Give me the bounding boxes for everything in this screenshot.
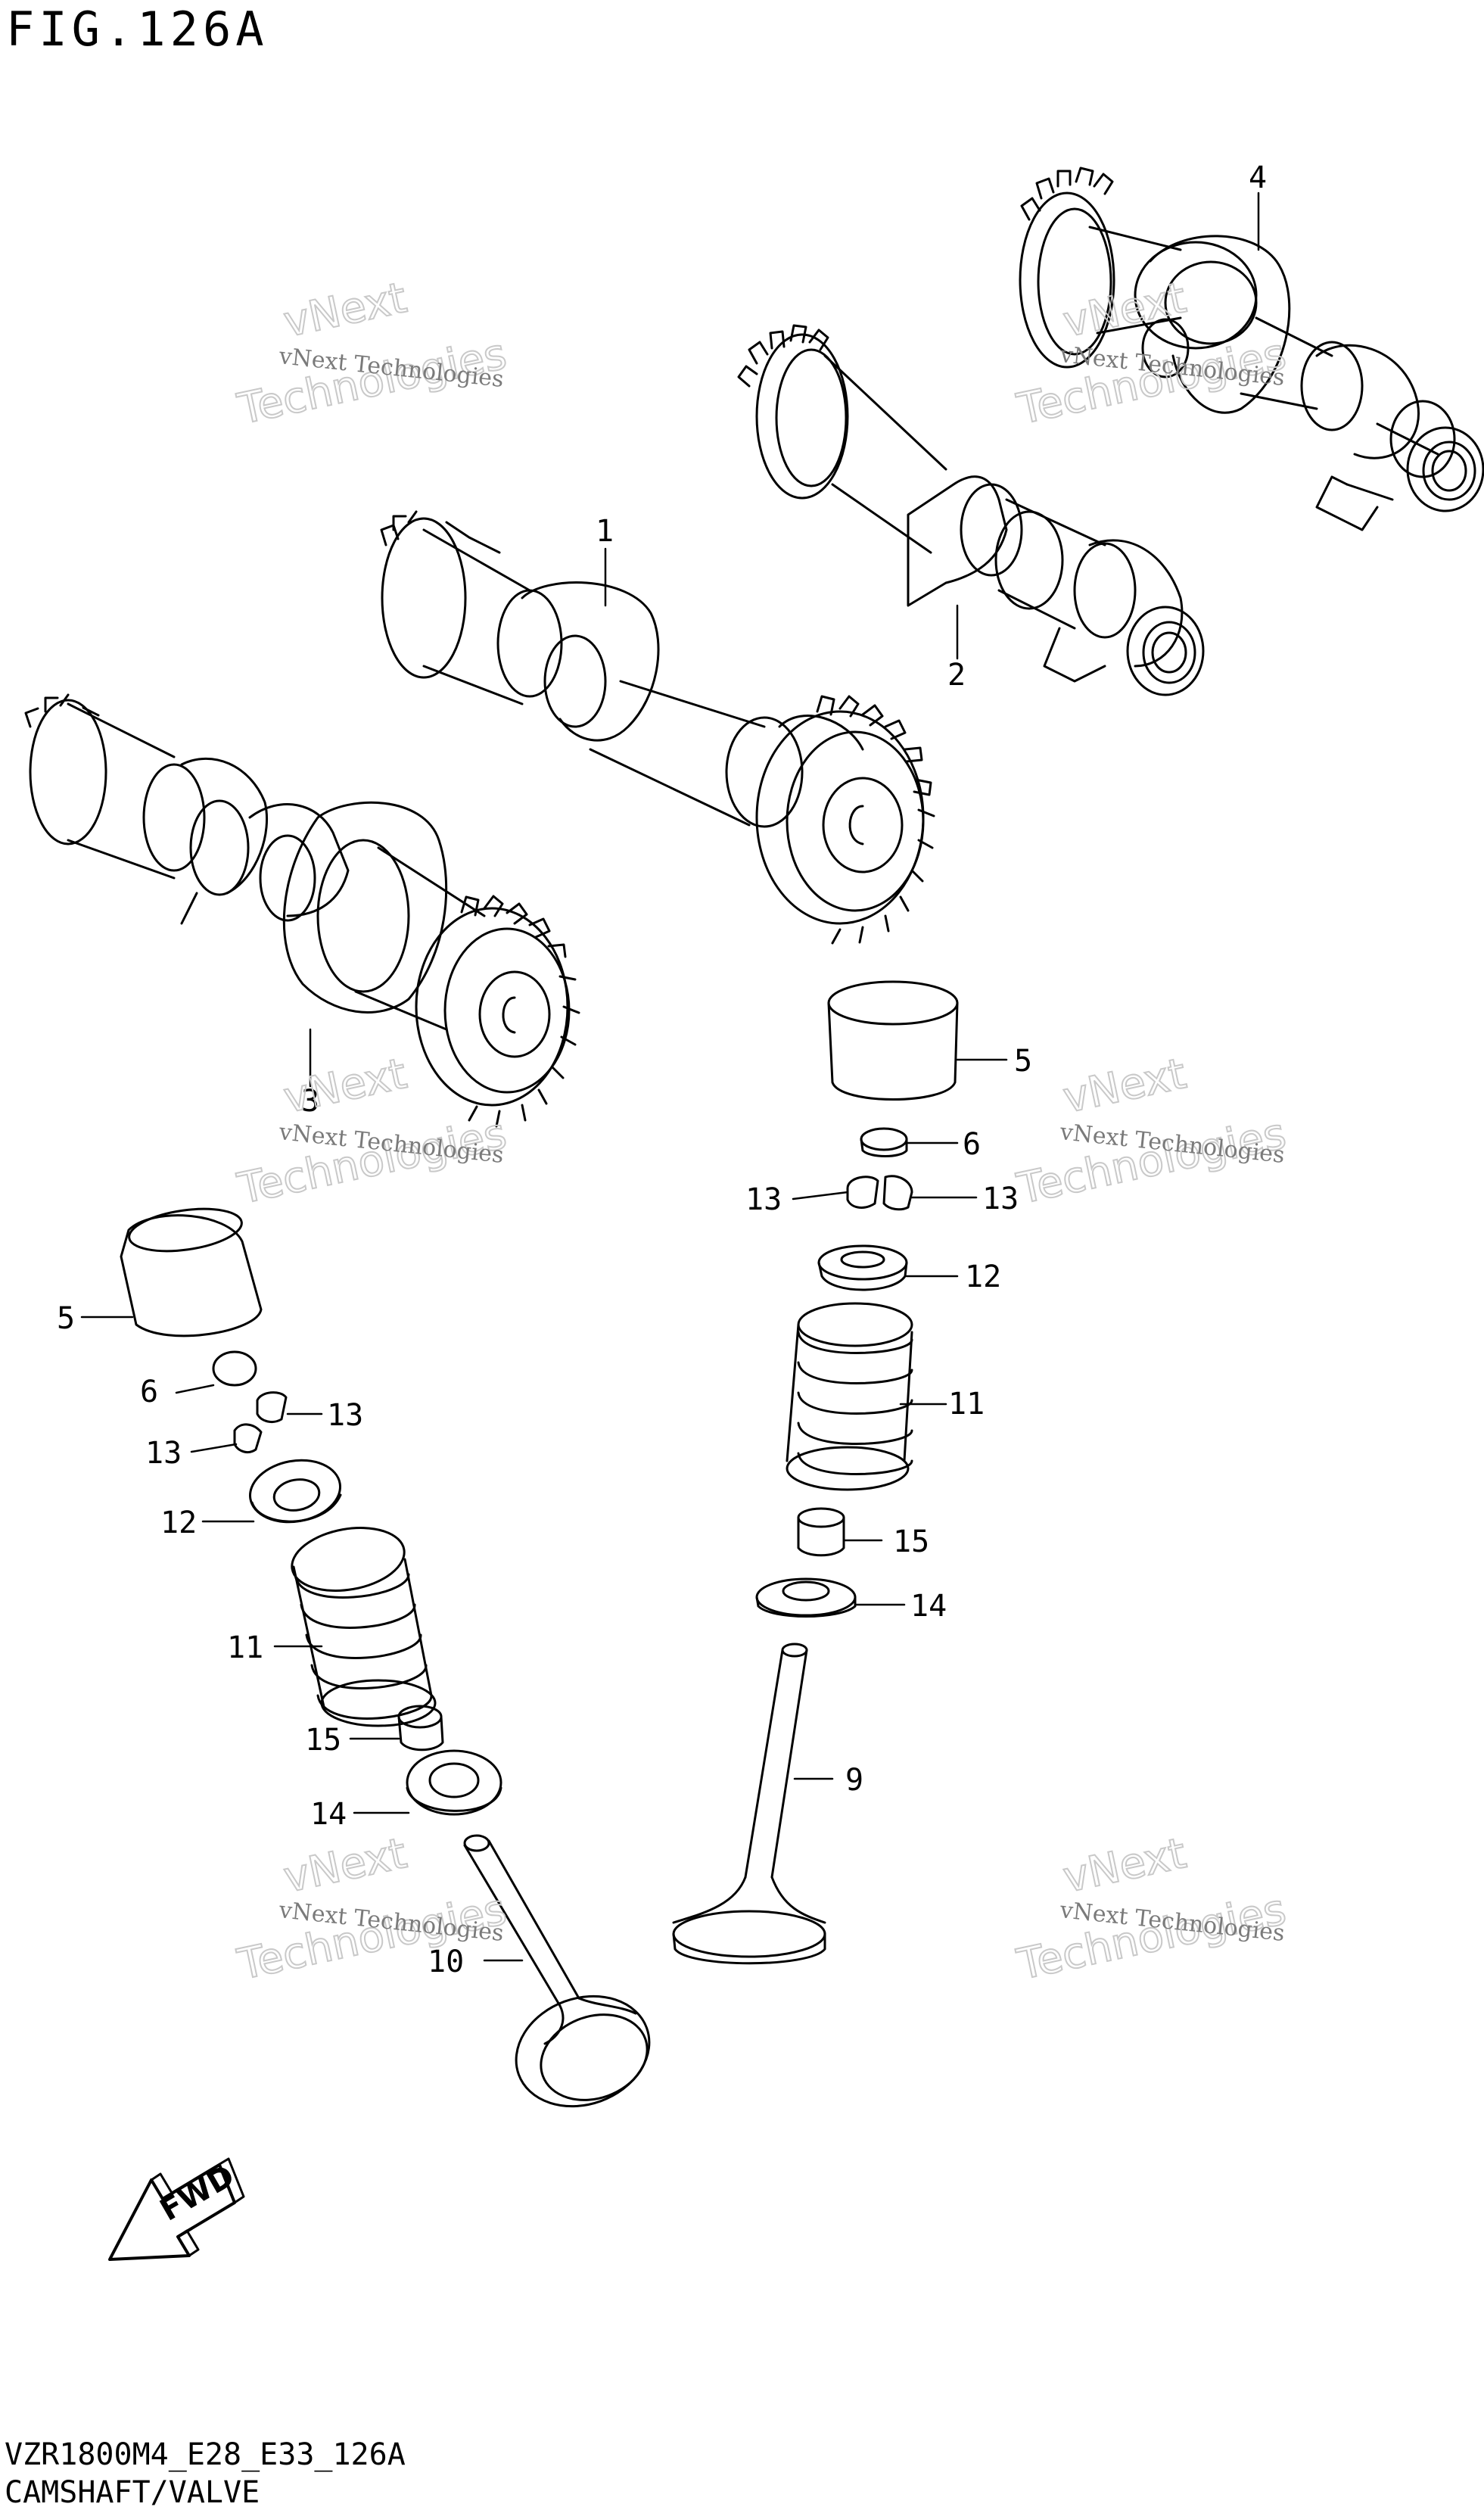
valve-tappet-right[interactable]: [829, 982, 957, 1100]
valve-cotter-left[interactable]: [235, 1393, 286, 1453]
valve-cotter-right[interactable]: [848, 1176, 912, 1210]
callout-14-left: 14: [310, 1797, 347, 1832]
svg-text:vNext: vNext: [279, 273, 411, 347]
callout-1: 1: [596, 514, 614, 549]
callout-4: 4: [1249, 160, 1267, 195]
callout-13-right-b: 13: [982, 1182, 1019, 1216]
callout-2: 2: [947, 658, 966, 693]
valve-shim-left[interactable]: [213, 1352, 256, 1385]
valve-spring-right[interactable]: [787, 1303, 912, 1490]
callout-5-left: 5: [57, 1301, 75, 1336]
intake-valve[interactable]: [674, 1644, 825, 1963]
callout-3: 3: [301, 1084, 319, 1119]
callout-12-left: 12: [160, 1506, 197, 1540]
svg-text:vNext: vNext: [1059, 273, 1190, 347]
valve-spring-left[interactable]: [287, 1520, 435, 1726]
valve-retainer-right[interactable]: [819, 1246, 907, 1290]
watermark-low-right: vNext Technologies vNext Technologies: [1012, 1828, 1290, 1991]
svg-text:vNext: vNext: [279, 1049, 411, 1123]
callout-12-right: 12: [965, 1260, 1001, 1294]
valve-tappet-left[interactable]: [121, 1203, 261, 1336]
figure-title: FIG.126A: [6, 2, 269, 57]
valve-retainer-left[interactable]: [245, 1453, 345, 1529]
watermark-mid-right: vNext Technologies vNext Technologies: [1012, 1048, 1290, 1215]
watermark-top-right: vNext Technologies vNext Technologies: [1012, 272, 1290, 435]
valve-spring-seat-left[interactable]: [407, 1751, 501, 1814]
callout-13-left-b: 13: [145, 1436, 182, 1471]
fwd-label: FWD: [154, 2158, 241, 2228]
callout-14-right: 14: [910, 1589, 947, 1624]
callout-6-left: 6: [140, 1375, 158, 1409]
camshaft-3[interactable]: [26, 695, 579, 1126]
valve-stem-seal-left[interactable]: [399, 1706, 443, 1750]
forward-arrow-icon: FWD: [108, 2157, 245, 2261]
callout-10: 10: [428, 1945, 464, 1979]
callout-13-right-a: 13: [745, 1182, 782, 1217]
callout-9: 9: [845, 1763, 863, 1798]
callout-5-right: 5: [1014, 1044, 1032, 1079]
leader-lines: [80, 192, 1260, 1962]
callout-labels: 1 2 3 4 5 6 13 13 12 11 15 14 9 5 6 13 1…: [57, 160, 1267, 1979]
camshaft-2[interactable]: [739, 325, 1203, 695]
model-code: VZR1800M4_E28_E33_126A: [5, 2437, 406, 2472]
camshaft-1[interactable]: [381, 512, 934, 943]
callout-15-left: 15: [305, 1723, 341, 1758]
callout-15-right: 15: [893, 1524, 929, 1559]
callout-6-right: 6: [963, 1127, 981, 1162]
svg-text:vNext: vNext: [1059, 1049, 1190, 1123]
watermark-top-left: vNext Technologies vNext Technologies: [232, 272, 511, 435]
callout-11-left: 11: [227, 1630, 263, 1665]
svg-text:vNext: vNext: [279, 1829, 411, 1903]
svg-text:vNext: vNext: [1059, 1829, 1190, 1903]
callout-11-right: 11: [948, 1387, 985, 1422]
camshaft-4[interactable]: [1020, 168, 1483, 530]
exhaust-valve[interactable]: [465, 1836, 665, 2125]
valve-stem-seal-right[interactable]: [798, 1509, 844, 1555]
section-name: CAMSHAFT/VALVE: [5, 2475, 260, 2510]
valve-shim-right[interactable]: [861, 1129, 907, 1157]
callout-13-left-a: 13: [327, 1398, 363, 1433]
valve-spring-seat-right[interactable]: [757, 1579, 855, 1617]
